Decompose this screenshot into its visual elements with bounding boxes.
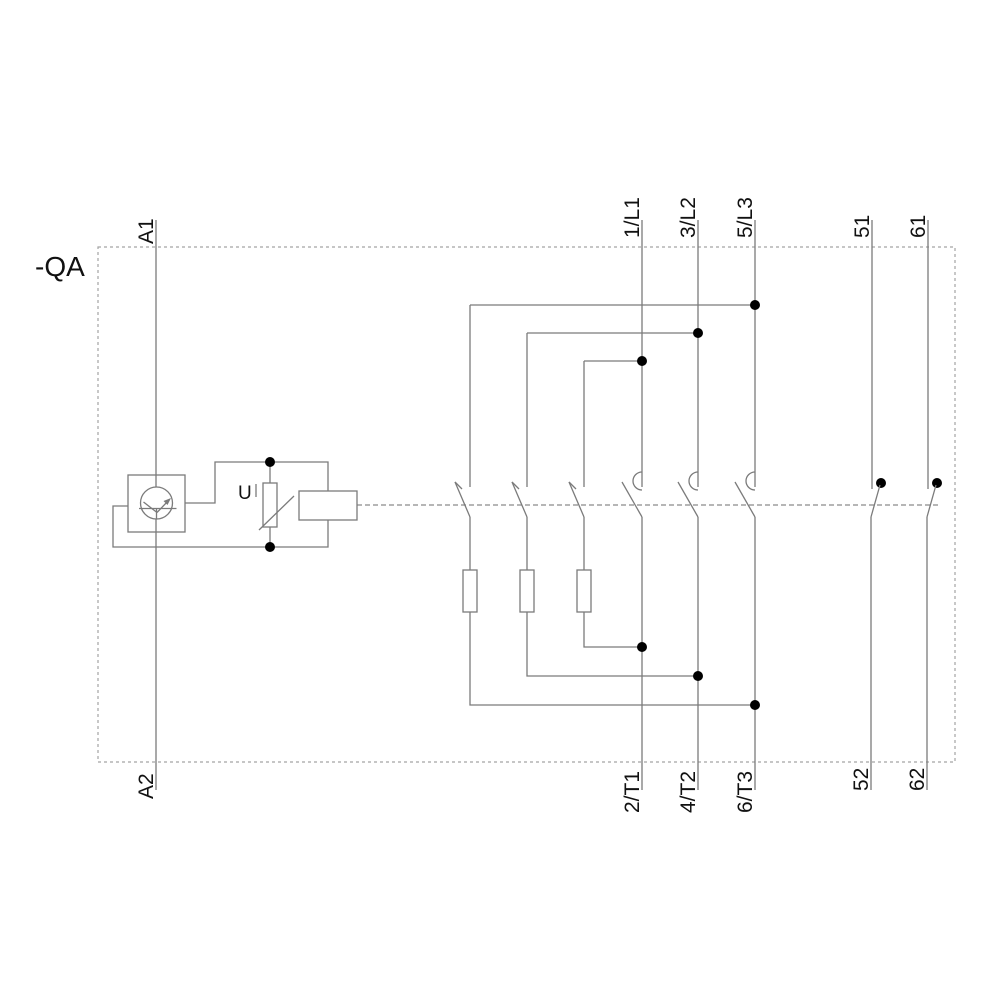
main-pole-l3 — [734, 220, 756, 790]
junction-dot — [750, 300, 760, 310]
terminal-label-5l3: 5/L3 — [734, 197, 757, 238]
precharge-branch-1 — [454, 300, 760, 710]
moving-contact — [870, 484, 881, 518]
terminal-label-a2: A2 — [135, 773, 158, 799]
junction-dot — [750, 700, 760, 710]
varistor-u-label: U — [238, 483, 252, 504]
moving-contact — [454, 481, 471, 518]
contactor-arc — [745, 471, 756, 491]
bottom-link-wire — [526, 612, 698, 677]
resistor — [576, 569, 592, 613]
precharge-branch-3 — [568, 356, 647, 652]
terminal-label-3l2: 3/L2 — [677, 197, 700, 238]
contactor-coil — [298, 490, 358, 521]
contact-barb — [454, 481, 463, 490]
device-tag-label: -QA — [35, 251, 85, 282]
junction-dot — [693, 671, 703, 681]
moving-contact — [568, 481, 585, 518]
moving-contact — [677, 481, 699, 518]
aux-contact-61-62 — [926, 220, 942, 790]
moving-contact — [926, 484, 937, 518]
terminal-label-61: 61 — [907, 215, 930, 238]
terminal-label-1l1: 1/L1 — [621, 197, 644, 238]
moving-contact — [511, 481, 528, 518]
moving-contact — [734, 481, 756, 518]
enclosure-border — [97, 246, 956, 763]
junction-dot — [693, 328, 703, 338]
main-pole-l2 — [677, 220, 699, 790]
terminal-label-a1: A1 — [135, 218, 158, 244]
terminal-label-2t1: 2/T1 — [621, 771, 644, 813]
resistor — [519, 569, 535, 613]
terminal-label-51: 51 — [851, 215, 874, 238]
varistor — [255, 482, 295, 531]
main-pole-l1 — [621, 220, 643, 790]
junction-dot — [637, 356, 647, 366]
bottom-link-wire — [469, 612, 755, 706]
upper-branch-wire — [185, 461, 329, 504]
contact-barb — [568, 481, 577, 490]
junction-dot — [265, 542, 275, 552]
aux-contact-51-52 — [870, 220, 886, 790]
terminal-label-4t2: 4/T2 — [677, 771, 700, 813]
lower-branch-wire — [112, 505, 329, 548]
junction-dot — [265, 457, 275, 467]
contactor-arc — [688, 471, 699, 491]
mirror-contact-dot — [876, 478, 886, 488]
bottom-link-wire — [583, 612, 642, 648]
precharge-branch-2 — [511, 328, 703, 681]
terminal-label-62: 62 — [906, 768, 929, 791]
junction-dot — [637, 642, 647, 652]
terminal-label-6t3: 6/T3 — [734, 771, 757, 813]
coil-parallel-network — [112, 457, 358, 552]
terminal-label-52: 52 — [850, 768, 873, 791]
mirror-contact-dot — [932, 478, 942, 488]
electronic-coil-control-box — [127, 474, 186, 533]
moving-contact — [621, 481, 643, 518]
contact-barb — [511, 481, 520, 490]
transistor-icon — [139, 498, 177, 519]
contactor-arc — [632, 471, 643, 491]
varistor-strike — [258, 495, 295, 531]
resistor — [462, 569, 478, 613]
